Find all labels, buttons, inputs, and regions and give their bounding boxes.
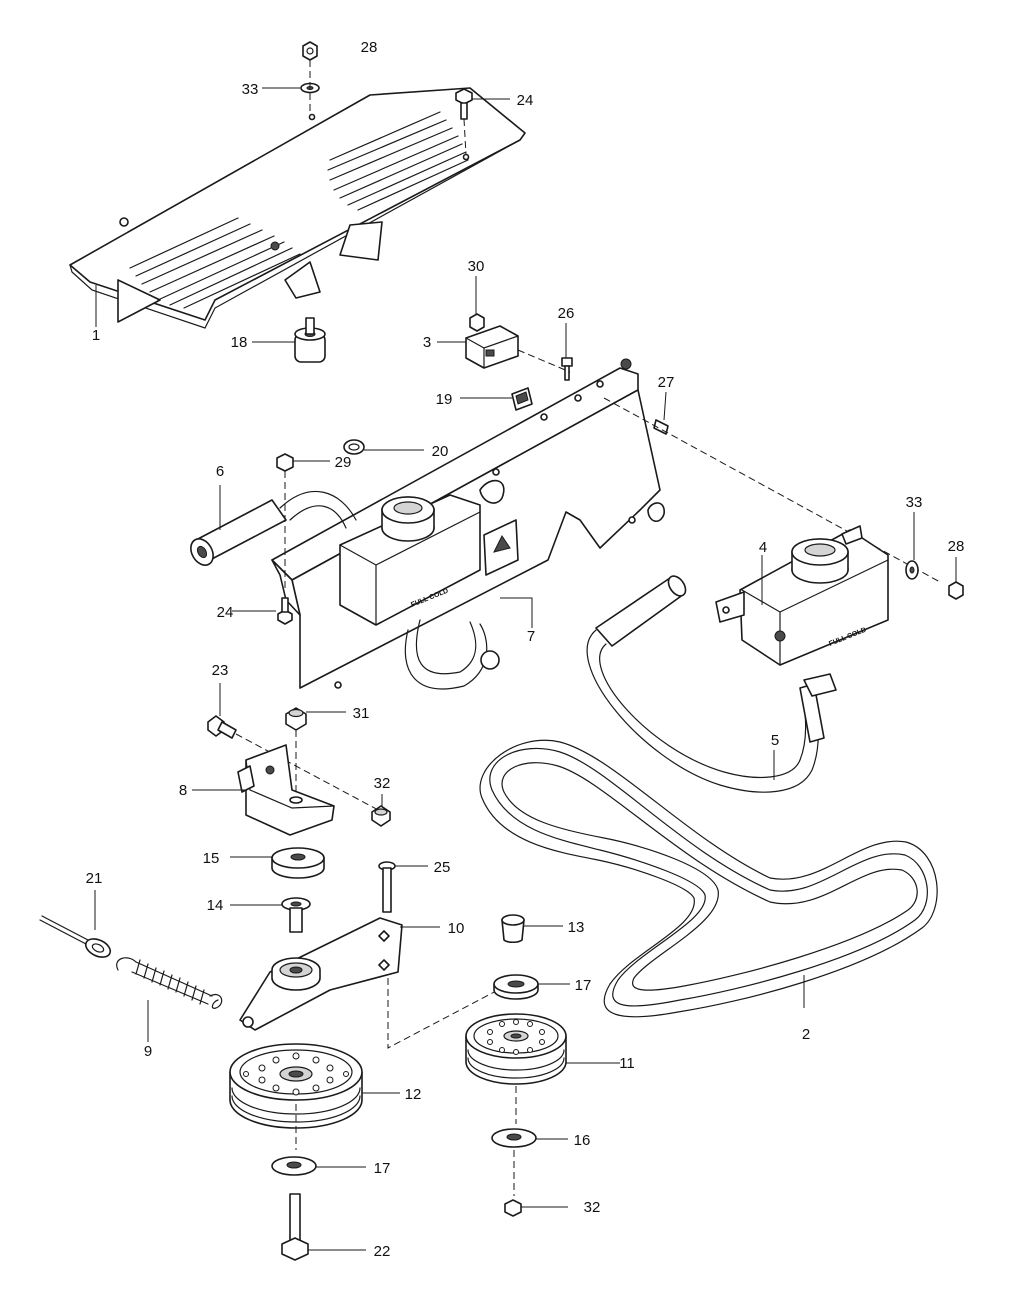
part-8-tensioner-bracket (237, 744, 335, 836)
shield-vent-slots-front (129, 217, 301, 309)
part-13-bushing (501, 914, 525, 944)
part-23-bolt (207, 715, 237, 739)
callout-28-top: 28 (361, 39, 378, 56)
part-24-bolt-top (455, 88, 473, 120)
part-33-washer-right (905, 560, 919, 580)
part-22-bolt (281, 1193, 309, 1261)
callout-10: 10 (448, 920, 465, 937)
callout-24-lower: 24 (217, 604, 234, 621)
callout-17-left: 17 (374, 1160, 391, 1177)
callout-8: 8 (179, 782, 187, 799)
callout-16: 16 (574, 1132, 591, 1149)
callout-labels: 1 2 3 4 5 6 7 8 9 10 11 12 13 14 15 16 1… (86, 39, 965, 1260)
callout-21: 21 (86, 870, 103, 887)
callout-24-top: 24 (517, 92, 534, 109)
callout-18: 18 (231, 334, 248, 351)
coolant-tank-main: FULL COLD (339, 494, 519, 626)
part-30-nut (469, 313, 485, 332)
callout-5: 5 (771, 732, 779, 749)
part-32-nut-upper (371, 805, 391, 827)
part-11-small-pulley (465, 1013, 567, 1085)
callout-2: 2 (802, 1026, 810, 1043)
part-32-nut-lower (504, 1199, 522, 1217)
part-15-thick-washer (271, 847, 325, 879)
part-19-cable-clip (511, 387, 533, 411)
callout-19: 19 (436, 391, 453, 408)
part-3-relay-switch (465, 325, 519, 369)
part-29-nut (276, 453, 294, 472)
part-10-idler-arm (239, 917, 403, 1031)
callout-23: 23 (212, 662, 229, 679)
callout-13: 13 (568, 919, 585, 936)
callout-25: 25 (434, 859, 451, 876)
callout-33-top: 33 (242, 81, 259, 98)
part-2-drive-belt (479, 739, 938, 1018)
callout-20: 20 (432, 443, 449, 460)
callout-32-lower: 32 (584, 1199, 601, 1216)
part-1-shield-plate (69, 87, 526, 329)
callout-32-upper: 32 (374, 775, 391, 792)
part-24-bolt-lower (277, 597, 293, 625)
callout-11: 11 (619, 1055, 635, 1072)
part-17-washer-left (271, 1156, 317, 1176)
callout-27: 27 (658, 374, 675, 391)
part-17-washer-right (493, 974, 539, 1000)
part-28-nut-top (302, 41, 318, 61)
part-14-bushing (281, 897, 311, 933)
callout-33-right: 33 (906, 494, 923, 511)
part-28-nut-right (948, 581, 964, 600)
part-9-extension-spring (116, 957, 223, 1009)
part-16-washer (491, 1128, 537, 1148)
callout-29: 29 (335, 454, 352, 471)
callout-4: 4 (759, 539, 767, 556)
callout-30: 30 (468, 258, 485, 275)
part-12-large-pulley (229, 1043, 363, 1129)
callout-15: 15 (203, 850, 220, 867)
leader-lines (94, 87, 957, 1251)
callout-31: 31 (353, 705, 370, 722)
callout-1: 1 (92, 327, 100, 344)
part-31-lock-nut (285, 707, 307, 731)
callout-22: 22 (374, 1243, 391, 1260)
shield-vent-slots-rear (327, 111, 469, 211)
part-26-screw (561, 357, 573, 381)
callout-7: 7 (527, 628, 535, 645)
part-4-expansion-tank: FULL COLD (715, 525, 889, 666)
callout-6: 6 (216, 463, 224, 480)
callout-3: 3 (423, 334, 431, 351)
callout-14: 14 (207, 897, 224, 914)
callout-12: 12 (405, 1086, 422, 1103)
part-6-coolant-hose (190, 491, 500, 690)
part-5-overflow-hose (586, 575, 837, 793)
callout-26: 26 (558, 305, 575, 322)
part-25-pin (378, 861, 396, 913)
part-20-hose-clamp (343, 439, 365, 455)
part-18-rubber-spacer (294, 317, 326, 363)
callout-17-right: 17 (575, 977, 592, 994)
part-21-eye-bolt (39, 915, 112, 958)
callout-28-right: 28 (948, 538, 965, 555)
callout-9: 9 (144, 1043, 152, 1060)
